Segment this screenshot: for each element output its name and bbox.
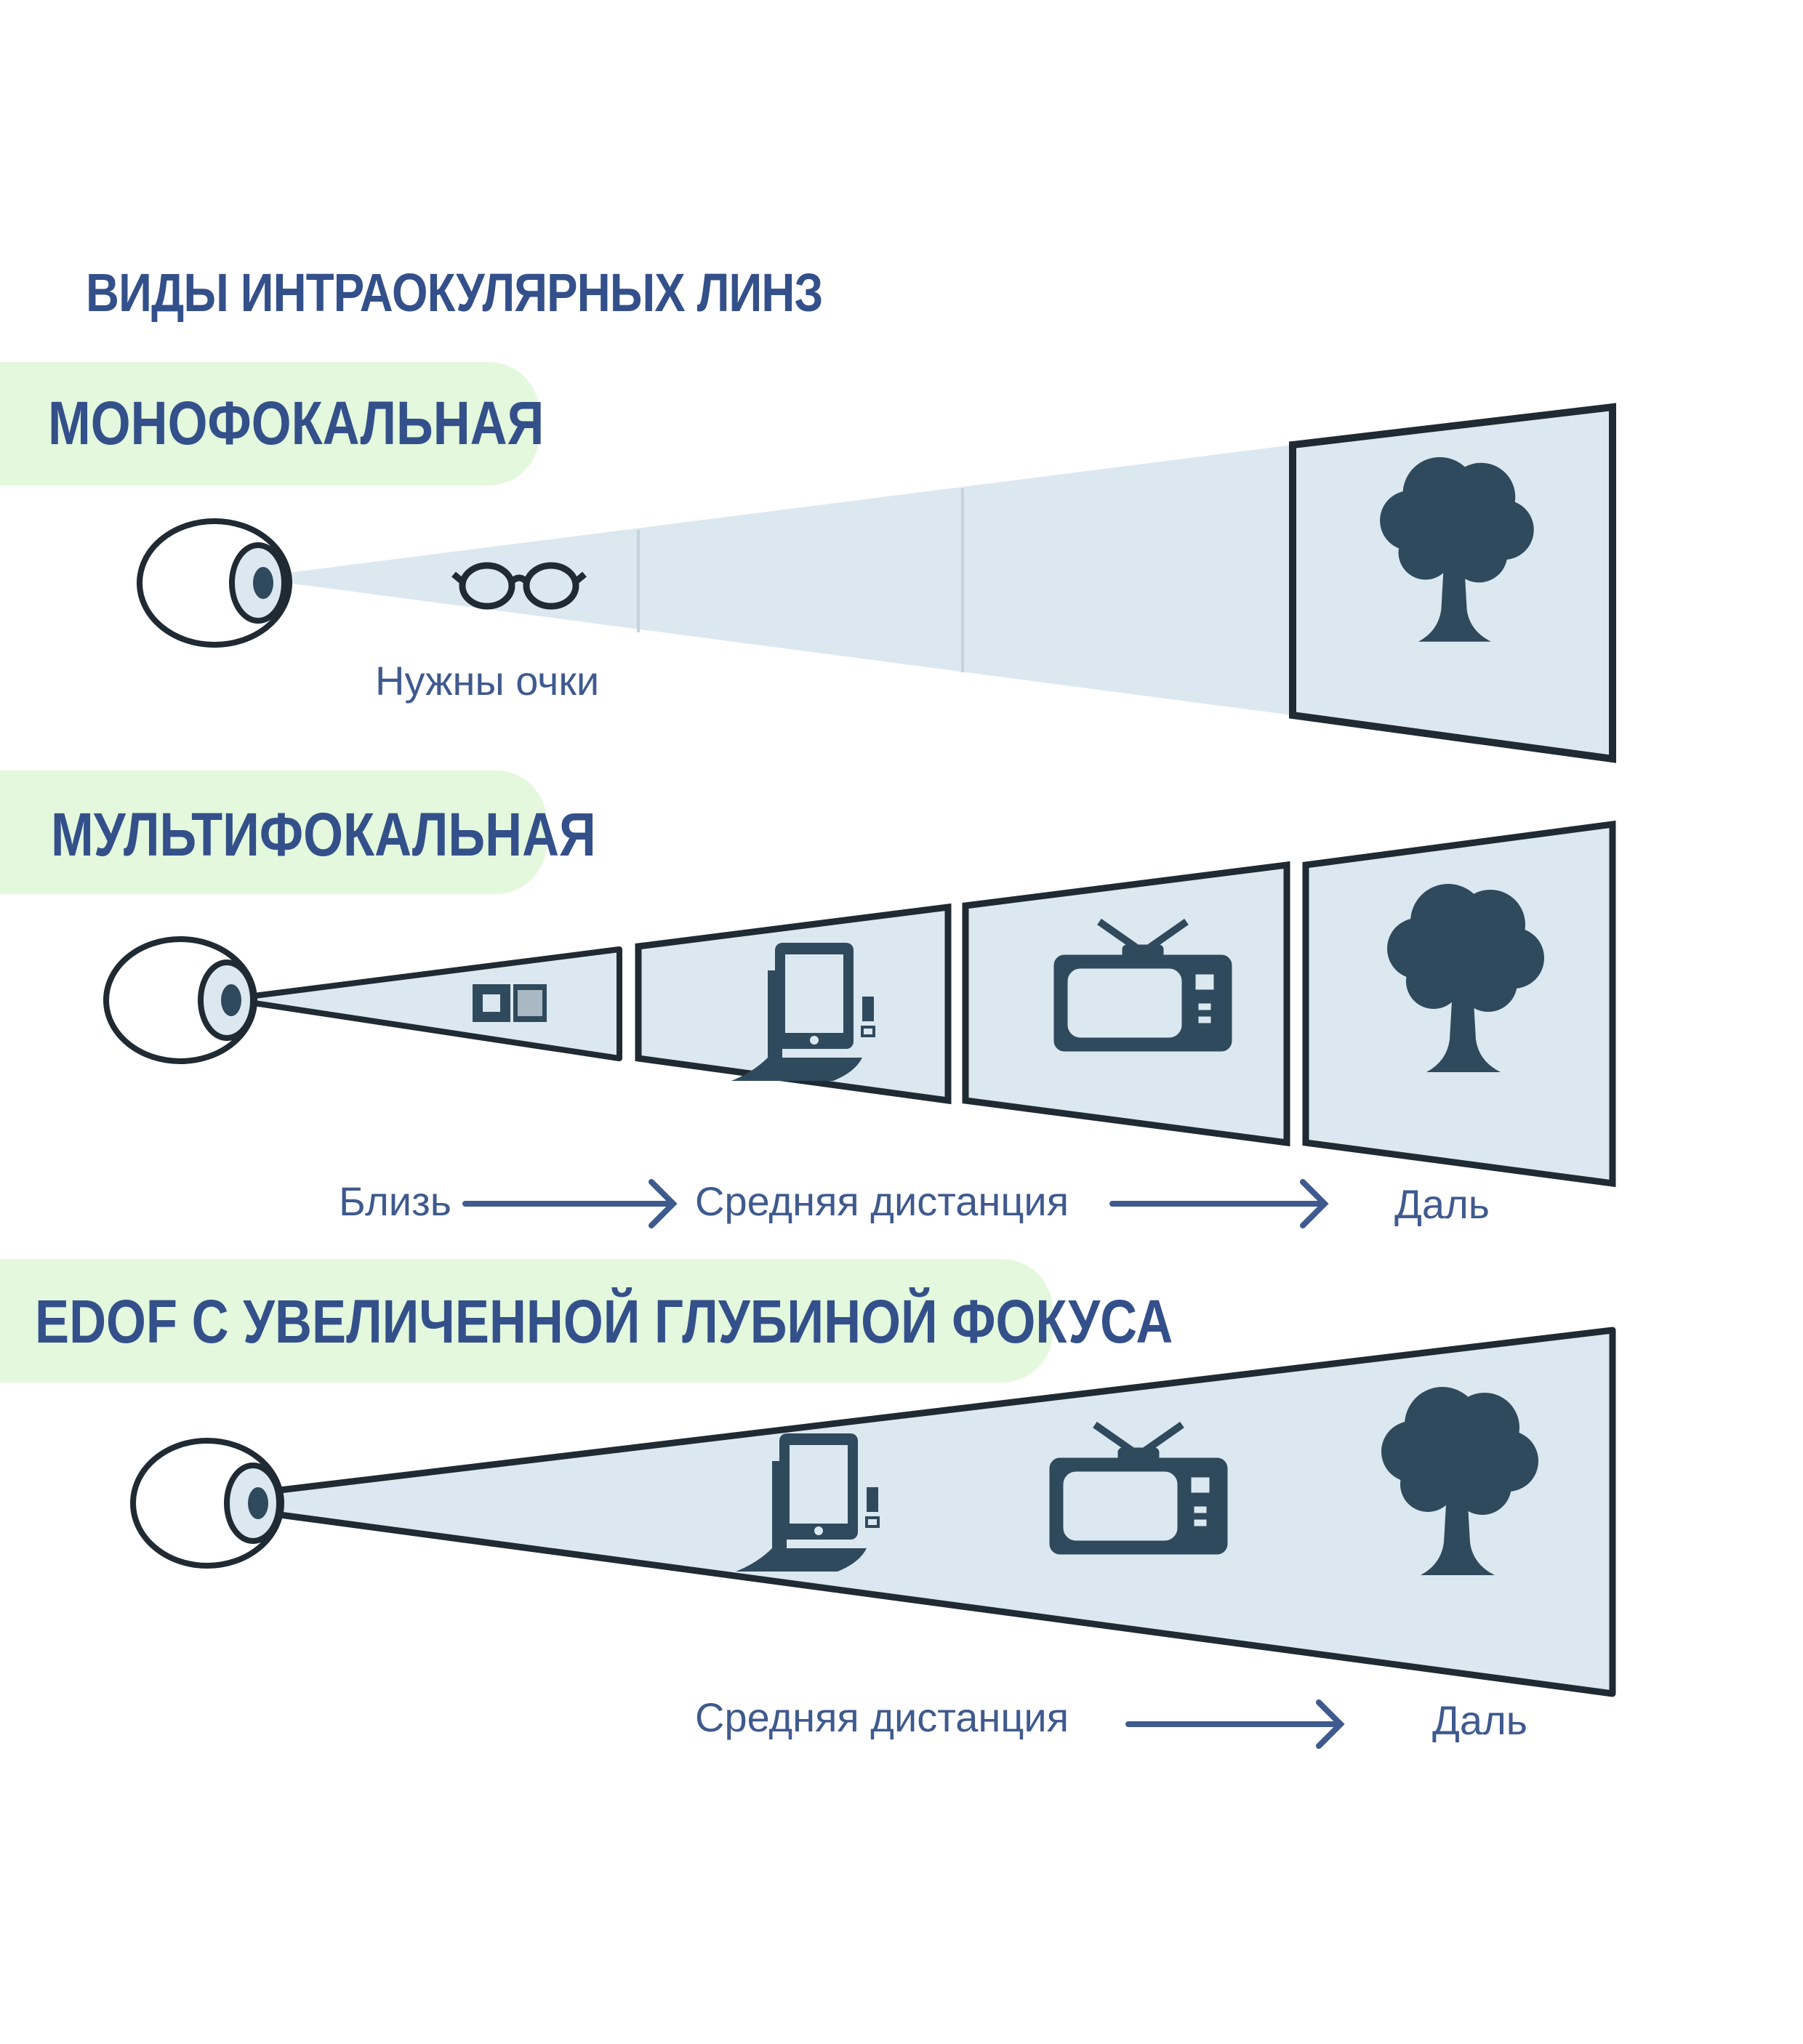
document-icon [473, 984, 547, 1022]
multi-frame-near [254, 949, 619, 1058]
multi-caption-near: Близь [339, 1178, 451, 1224]
edof-pill: EDOF С УВЕЛИЧЕННОЙ ГЛУБИНОЙ ФОКУСА [0, 1259, 1173, 1383]
edof-caption-mid: Средняя дистанция [695, 1694, 1069, 1740]
edof-row [130, 1327, 1616, 1749]
multi-cone-edge-bottom [254, 1000, 620, 1061]
mono-cone [276, 445, 1293, 715]
multi-caption-mid: Средняя дистанция [695, 1178, 1069, 1224]
mono-pill: МОНОФОКАЛЬНАЯ [0, 362, 544, 486]
mono-eye-icon [137, 518, 292, 648]
edof-arrow [1125, 1699, 1345, 1749]
multi-pill: МУЛЬТИФОКАЛЬНАЯ [0, 770, 596, 894]
mono-row [137, 403, 1616, 763]
edof-label: EDOF С УВЕЛИЧЕННОЙ ГЛУБИНОЙ ФОКУСА [35, 1287, 1173, 1356]
multi-label: МУЛЬТИФОКАЛЬНАЯ [51, 800, 596, 869]
multi-arrow-1 [462, 1179, 678, 1228]
mono-caption: Нужны очки [375, 658, 600, 704]
mono-label: МОНОФОКАЛЬНАЯ [48, 389, 545, 457]
multi-caption-far: Даль [1394, 1181, 1490, 1227]
multi-cone-edge-top [254, 946, 620, 999]
multi-eye-icon [103, 936, 257, 1064]
page-title: ВИДЫ ИНТРАОКУЛЯРНЫХ ЛИНЗ [86, 262, 823, 323]
glasses-icon [451, 562, 587, 610]
multi-row [103, 820, 1616, 1228]
edof-caption-far: Даль [1432, 1697, 1527, 1743]
multi-arrow-2 [1109, 1179, 1329, 1228]
edof-cone [276, 1327, 1616, 1697]
edof-eye-icon [130, 1438, 284, 1569]
